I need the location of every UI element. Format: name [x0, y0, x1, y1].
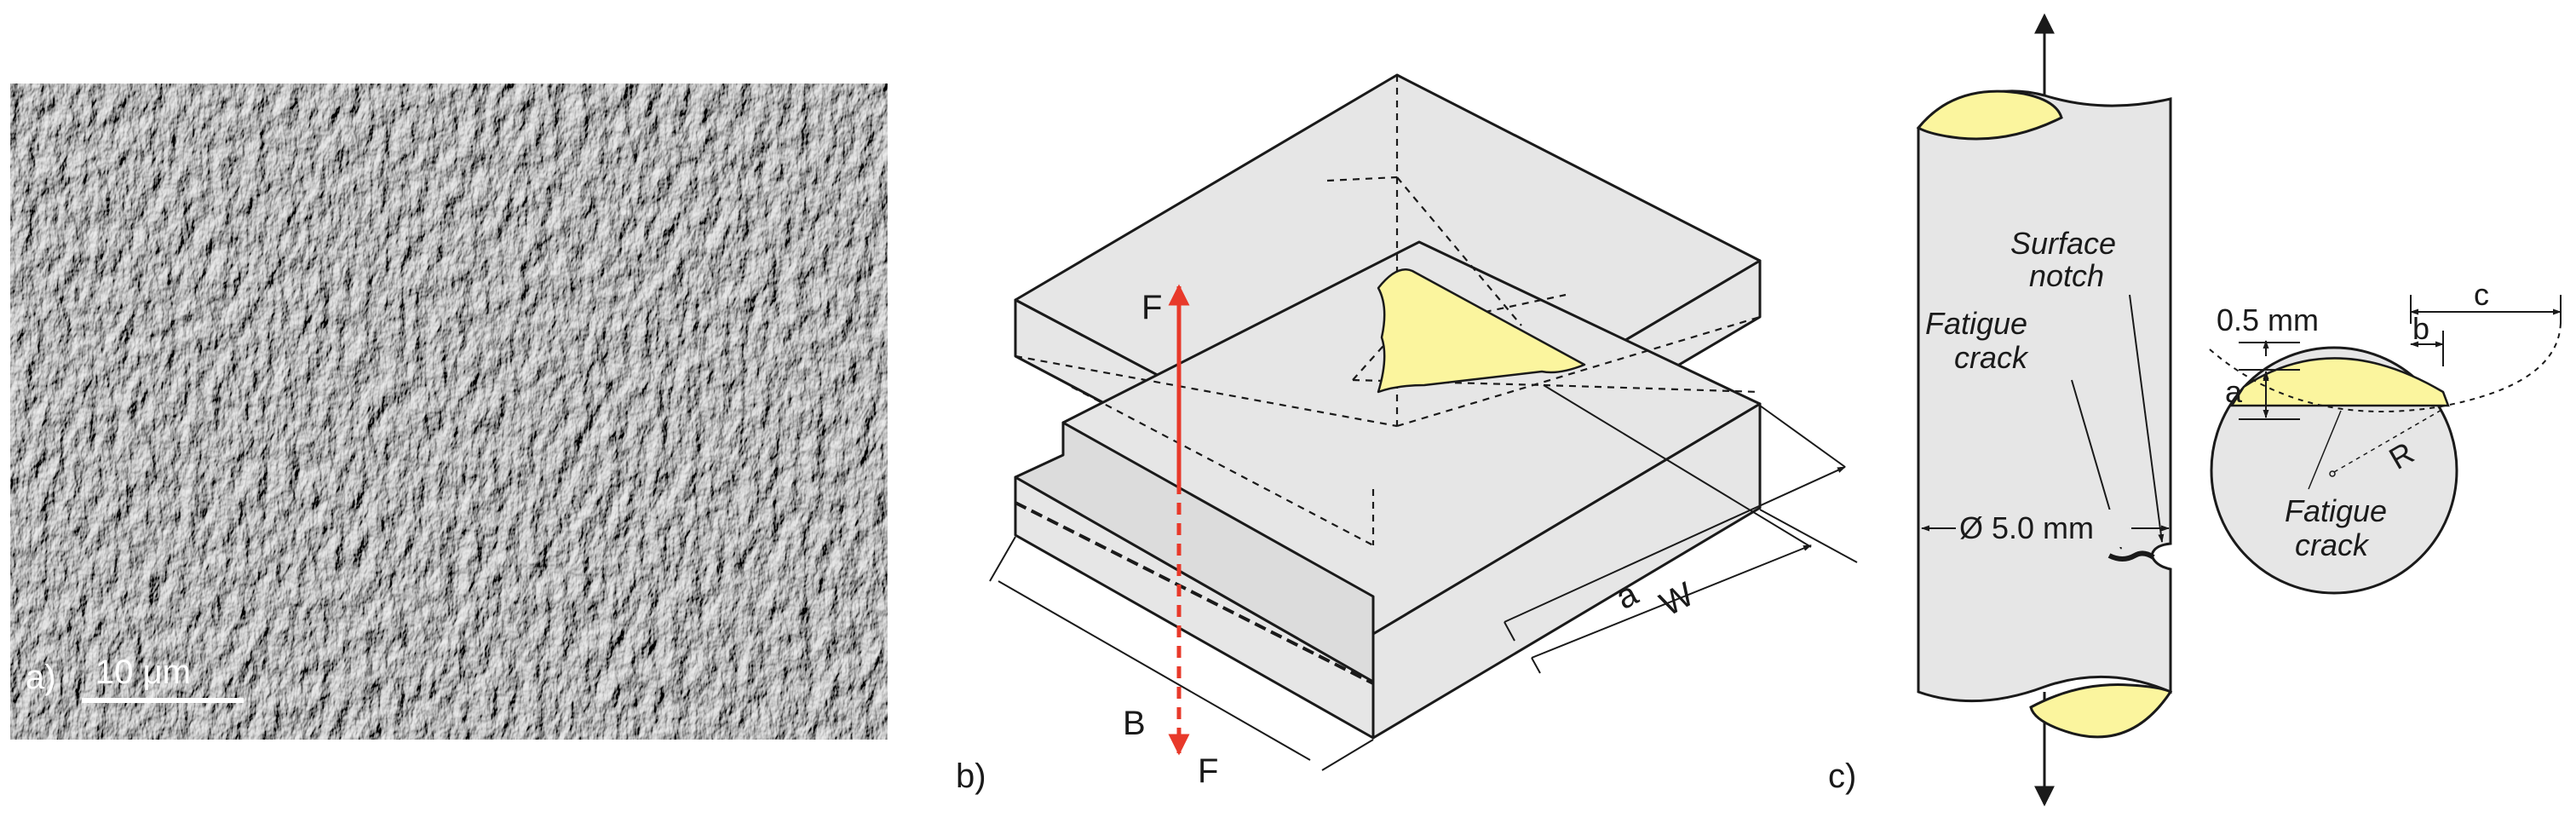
dim-a-section-label: a: [2225, 374, 2243, 409]
force-bottom-label: F: [1198, 752, 1218, 790]
lower-side-face: [1371, 402, 1762, 740]
notch-line: [1015, 501, 1374, 685]
section-crack-leader: [2308, 410, 2342, 490]
fatigue-crack-line1: Fatigue: [1925, 306, 2027, 341]
crack-surface: [1377, 268, 1586, 394]
dimension-lines: [989, 384, 1858, 771]
panel-a: 10 μm a): [10, 84, 888, 740]
panel-c: Surface notch Fatigue crack Ø 5.0 mm 0.5…: [1828, 13, 2562, 807]
dim-b-label: b: [2412, 311, 2429, 346]
crack-segment: [2229, 357, 2450, 407]
center-point: [2329, 470, 2336, 477]
diameter-label-bg: [1956, 510, 2131, 547]
bar-bottom-end: [2029, 683, 2173, 739]
scale-bar-text: 10 μm: [95, 654, 191, 691]
section-dimensions: [2239, 295, 2562, 420]
dim-W-label: W: [1654, 575, 1700, 624]
dim-c-label: c: [2474, 277, 2489, 312]
crack-mark: [2107, 550, 2155, 562]
section-crack-line1: Fatigue: [2285, 493, 2387, 528]
surface-notch-line2: notch: [2029, 258, 2104, 293]
diameter-label: Ø 5.0 mm: [1959, 510, 2094, 545]
dim-B-label: B: [1123, 705, 1146, 742]
force-arrows: F F: [1141, 284, 1218, 790]
radius-line: [2333, 408, 2444, 473]
panel-b-label: b): [956, 758, 986, 795]
panel-b: [989, 73, 1858, 771]
bar-body: [1917, 89, 2172, 703]
section-crack-line2: crack: [2295, 527, 2370, 562]
dim-0-5-label: 0.5 mm: [2217, 302, 2319, 337]
bar-top-end: [1916, 89, 2063, 141]
panel-a-label: a): [26, 659, 56, 696]
lower-step: [1014, 421, 1375, 683]
force-top-label: F: [1141, 289, 1162, 326]
fatigue-crack-line2: crack: [1954, 340, 2029, 375]
micrograph: [10, 84, 888, 740]
cross-section: [2210, 346, 2458, 595]
surface-notch-line1: Surface: [2010, 226, 2116, 261]
panel-c-label: c): [1828, 758, 1856, 795]
notch-leader: [2129, 294, 2165, 543]
